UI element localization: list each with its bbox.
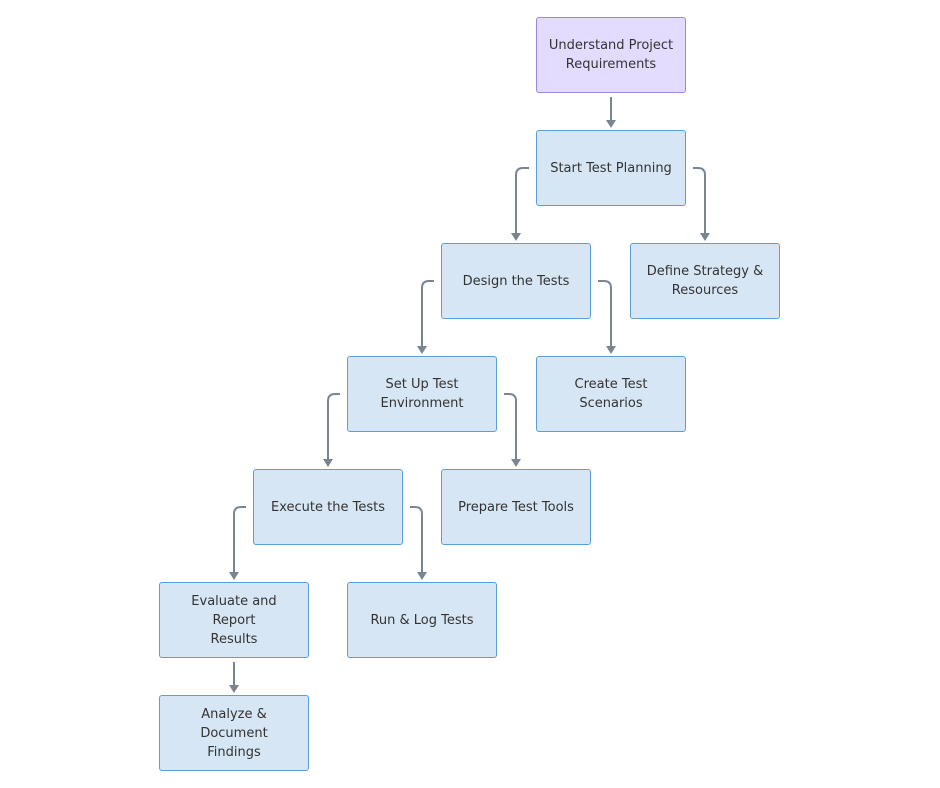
node-n5: Set Up Test Environment (347, 356, 497, 432)
node-n8: Prepare Test Tools (441, 469, 591, 545)
node-label: Analyze & Document Findings (200, 706, 268, 760)
edge-n2-n4 (693, 167, 706, 235)
node-label: Prepare Test Tools (458, 499, 574, 515)
edge-n7-n9 (233, 506, 246, 574)
edge-n5-n8 (504, 393, 517, 461)
arrowhead (417, 572, 427, 580)
arrowhead (417, 346, 427, 354)
edge-n5-n7 (327, 393, 340, 461)
arrowhead (606, 346, 616, 354)
node-n7: Execute the Tests (253, 469, 403, 545)
arrowhead (229, 572, 239, 580)
node-label: Set Up Test Environment (380, 377, 464, 411)
node-label: Design the Tests (462, 273, 570, 289)
edge-n3-n5 (421, 280, 434, 348)
node-label: Evaluate and Report Results (191, 593, 277, 647)
arrowhead (511, 233, 521, 241)
node-n1: Understand Project Requirements (536, 17, 686, 93)
node-n11: Analyze & Document Findings (159, 695, 309, 771)
node-n2: Start Test Planning (536, 130, 686, 206)
edge-n2-n3 (515, 167, 529, 235)
node-n9: Evaluate and Report Results (159, 582, 309, 658)
node-n10: Run & Log Tests (347, 582, 497, 658)
node-n6: Create Test Scenarios (536, 356, 686, 432)
arrowhead (700, 233, 710, 241)
edge-n3-n6 (598, 280, 612, 348)
arrowhead (323, 459, 333, 467)
node-label: Start Test Planning (550, 160, 672, 176)
node-label: Create Test Scenarios (574, 377, 648, 411)
arrowhead (229, 685, 239, 693)
node-n4: Define Strategy & Resources (630, 243, 780, 319)
arrowhead (511, 459, 521, 467)
node-label: Run & Log Tests (370, 612, 474, 628)
node-label: Execute the Tests (271, 499, 385, 515)
node-label: Understand Project Requirements (548, 38, 674, 72)
node-label: Define Strategy & Resources (646, 264, 764, 298)
arrowhead (606, 120, 616, 128)
edge-n7-n10 (410, 506, 423, 574)
node-n3: Design the Tests (441, 243, 591, 319)
